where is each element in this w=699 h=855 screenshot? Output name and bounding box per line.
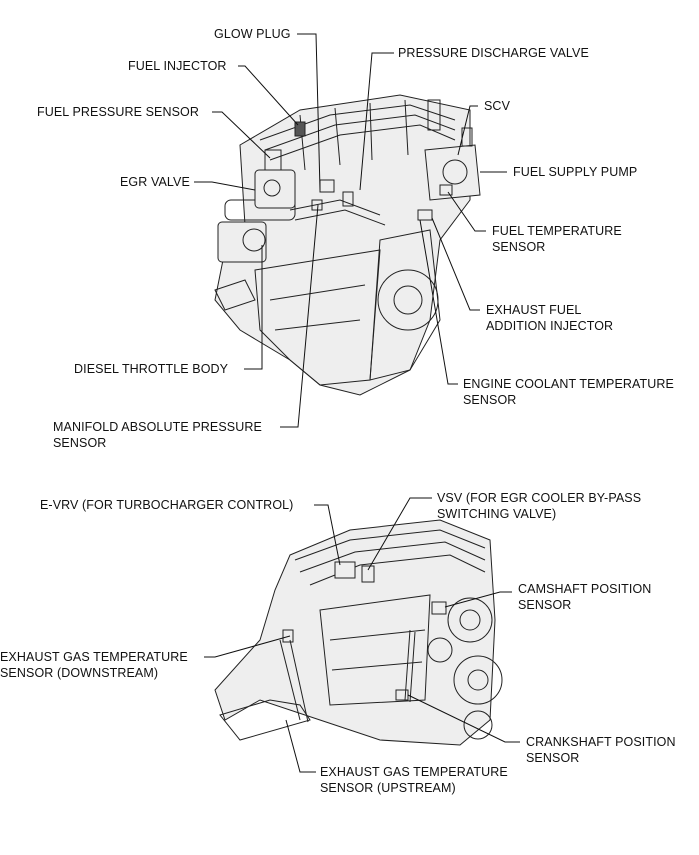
label-exhaust-fuel-addition-injector: EXHAUST FUEL ADDITION INJECTOR <box>486 303 614 333</box>
label-diesel-throttle-body: DIESEL THROTTLE BODY <box>74 362 229 376</box>
top-engine-illustration <box>214 94 481 396</box>
bottom-engine-illustration <box>214 519 503 746</box>
label-crankshaft-position-sensor: CRANKSHAFT POSITION SENSOR <box>526 735 676 765</box>
label-camshaft-position-sensor: CAMSHAFT POSITION SENSOR <box>518 582 652 612</box>
label-scv: SCV <box>484 99 511 113</box>
label-glow-plug: GLOW PLUG <box>214 27 291 41</box>
label-fuel-temperature-sensor: FUEL TEMPERATURE SENSOR <box>492 224 622 254</box>
label-fuel-pressure-sensor: FUEL PRESSURE SENSOR <box>37 105 199 119</box>
label-engine-coolant-temperature-sensor: ENGINE COOLANT TEMPERATURE SENSOR <box>463 377 674 407</box>
label-e-vrv: E-VRV (FOR TURBOCHARGER CONTROL) <box>40 498 294 512</box>
label-fuel-injector: FUEL INJECTOR <box>128 59 227 73</box>
label-exhaust-gas-temperature-sensor-upstream: EXHAUST GAS TEMPERATURE SENSOR (UPSTREAM… <box>320 765 508 795</box>
label-pressure-discharge-valve: PRESSURE DISCHARGE VALVE <box>398 46 589 60</box>
label-vsv: VSV (FOR EGR COOLER BY-PASS SWITCHING VA… <box>437 491 642 521</box>
label-fuel-supply-pump: FUEL SUPPLY PUMP <box>513 165 638 179</box>
leader-lines <box>194 33 520 773</box>
label-exhaust-gas-temperature-sensor-downstream: EXHAUST GAS TEMPERATURE SENSOR (DOWNSTRE… <box>0 650 188 680</box>
label-egr-valve: EGR VALVE <box>120 175 190 189</box>
label-manifold-absolute-pressure-sensor: MANIFOLD ABSOLUTE PRESSURE SENSOR <box>53 420 262 450</box>
